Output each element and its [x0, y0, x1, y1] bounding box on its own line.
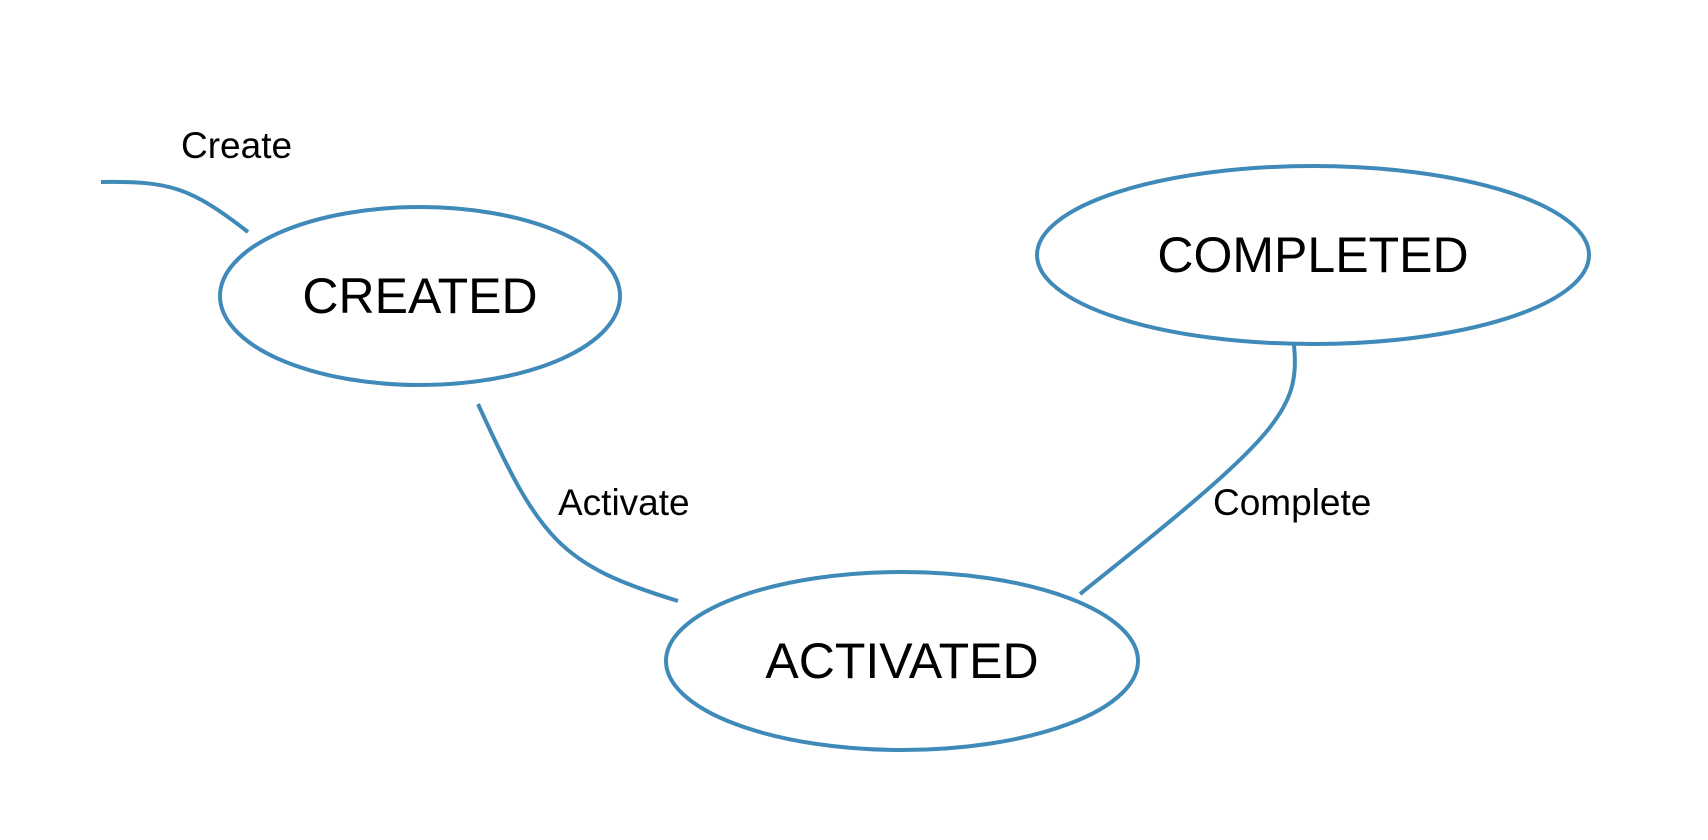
- transition-label-complete: Complete: [1213, 482, 1371, 523]
- edge-complete: [1078, 344, 1297, 596]
- state-node-activated[interactable]: ACTIVATED: [664, 570, 1140, 752]
- state-label-completed: COMPLETED: [1157, 227, 1468, 283]
- edge-create: [100, 179, 250, 234]
- state-label-created: CREATED: [302, 268, 537, 324]
- state-ellipse-created: [218, 205, 622, 387]
- state-node-completed[interactable]: COMPLETED: [1035, 164, 1591, 346]
- edge-activate: [476, 403, 679, 603]
- state-ellipse-completed: [1035, 164, 1591, 346]
- state-label-activated: ACTIVATED: [765, 633, 1038, 689]
- state-ellipse-activated: [664, 570, 1140, 752]
- state-node-created[interactable]: CREATED: [218, 205, 622, 387]
- transition-label-activate: Activate: [558, 482, 690, 523]
- transition-label-create: Create: [181, 125, 292, 166]
